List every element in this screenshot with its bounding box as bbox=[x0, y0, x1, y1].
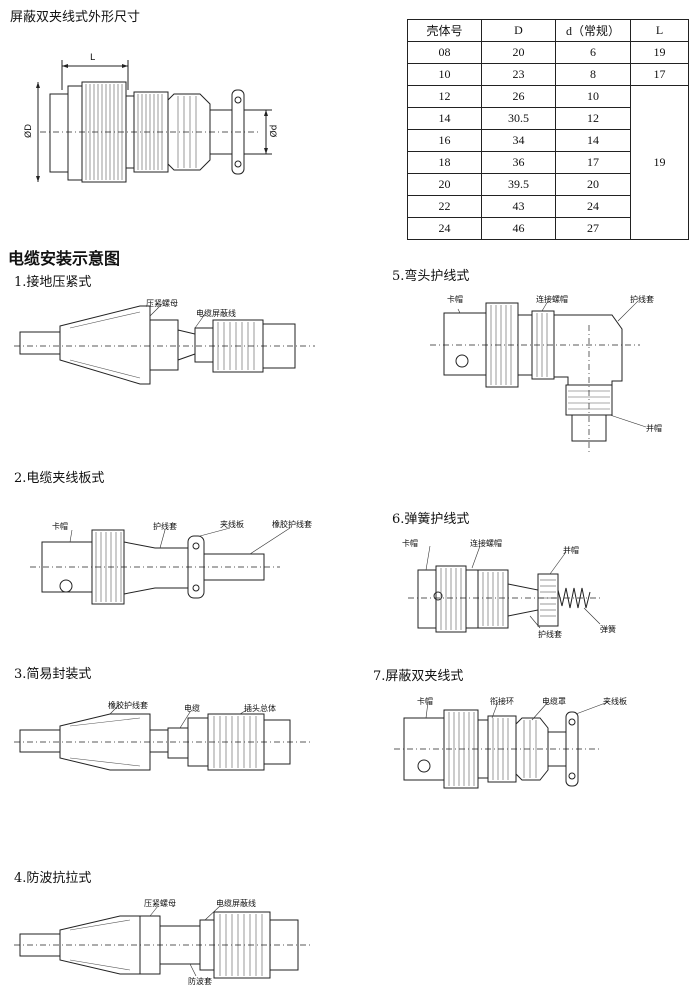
table-cell: 24 bbox=[407, 217, 482, 240]
item-6-diagram bbox=[408, 545, 601, 633]
item-3-diagram bbox=[14, 703, 310, 771]
item-6-label-4: 护线套 bbox=[538, 630, 562, 639]
item-4-label-3: 防波套 bbox=[188, 977, 212, 986]
item-4-label-2: 电缆屏蔽线 bbox=[216, 899, 256, 908]
dim-label-d-inner: Ød bbox=[269, 124, 280, 138]
table-cell: 14 bbox=[555, 129, 631, 152]
dimensions-title: 屏蔽双夹线式外形尺寸 bbox=[10, 10, 141, 25]
item-3-label-3: 插头总体 bbox=[244, 704, 276, 713]
table-cell: 18 bbox=[407, 151, 482, 174]
item-1-diagram bbox=[14, 303, 315, 385]
table-header-cell: D bbox=[481, 19, 556, 42]
table-cell: 26 bbox=[481, 85, 556, 108]
item-6-label-3: 并帽 bbox=[563, 546, 579, 555]
table-cell: 10 bbox=[407, 63, 482, 86]
table-cell: 17 bbox=[630, 63, 689, 86]
table-row: 10 23 8 17 bbox=[407, 63, 689, 86]
table-header-cell: L bbox=[630, 19, 689, 42]
table-row: 12 26 10 19 bbox=[407, 85, 689, 240]
spec-table: 壳体号 D d（常规） L 08 20 6 19 10 23 8 17 12 2… bbox=[407, 19, 689, 240]
table-row: 18 36 17 bbox=[407, 151, 689, 174]
item-7-title: 7.屏蔽双夹线式 bbox=[373, 669, 464, 684]
item-7-label-1: 卡帽 bbox=[417, 697, 433, 706]
item-5-label-1: 卡帽 bbox=[447, 295, 463, 304]
table-header-cell: d（常规） bbox=[555, 19, 631, 42]
item-1-label-2: 电缆屏蔽线 bbox=[196, 309, 236, 318]
table-cell: 12 bbox=[555, 107, 631, 130]
table-cell: 19 bbox=[630, 41, 689, 64]
table-header-row: 壳体号 D d（常规） L bbox=[407, 19, 689, 42]
table-cell: 6 bbox=[555, 41, 631, 64]
table-row: 14 30.5 12 bbox=[407, 107, 689, 130]
install-heading: 电缆安装示意图 bbox=[8, 249, 121, 268]
table-cell: 46 bbox=[481, 217, 556, 240]
item-4-label-1: 压紧螺母 bbox=[144, 899, 176, 908]
item-6-label-2: 连接螺帽 bbox=[470, 539, 502, 548]
item-5-label-4: 并帽 bbox=[646, 424, 662, 433]
table-row: 22 43 24 bbox=[407, 195, 689, 218]
item-2-label-4: 橡胶护线套 bbox=[272, 520, 312, 529]
item-7-diagram bbox=[394, 701, 609, 789]
table-cell: 8 bbox=[555, 63, 631, 86]
table-cell: 43 bbox=[481, 195, 556, 218]
table-cell: 20 bbox=[481, 41, 556, 64]
item-7-label-3: 电缆罩 bbox=[542, 697, 566, 706]
table-row: 16 34 14 bbox=[407, 129, 689, 152]
table-cell: 22 bbox=[407, 195, 482, 218]
item-3-label-1: 橡胶护线套 bbox=[108, 701, 148, 710]
item-5-title: 5.弯头护线式 bbox=[392, 269, 470, 284]
dimension-drawing bbox=[36, 60, 272, 183]
item-3-label-2: 电缆 bbox=[184, 704, 200, 713]
item-2-label-1: 卡帽 bbox=[52, 522, 68, 531]
table-cell-merged-l: 19 bbox=[630, 85, 689, 240]
item-4-diagram bbox=[14, 905, 312, 979]
item-2-title: 2.电缆夹线板式 bbox=[14, 471, 105, 486]
item-2-diagram bbox=[30, 527, 291, 605]
table-cell: 27 bbox=[555, 217, 631, 240]
item-6-title: 6.弹簧护线式 bbox=[392, 512, 470, 527]
table-cell: 23 bbox=[481, 63, 556, 86]
item-6-label-1: 卡帽 bbox=[402, 539, 418, 548]
table-row: 08 20 6 19 bbox=[407, 41, 689, 64]
table-cell: 39.5 bbox=[481, 173, 556, 196]
item-2-label-2: 护线套 bbox=[153, 522, 177, 531]
item-7-label-2: 衔接环 bbox=[490, 697, 514, 706]
table-cell: 08 bbox=[407, 41, 482, 64]
item-5-label-3: 护线套 bbox=[630, 295, 654, 304]
table-cell: 36 bbox=[481, 151, 556, 174]
item-6-label-5: 弹簧 bbox=[600, 625, 616, 634]
table-cell: 17 bbox=[555, 151, 631, 174]
item-2-label-3: 夹线板 bbox=[220, 520, 244, 529]
table-cell: 24 bbox=[555, 195, 631, 218]
item-5-diagram bbox=[430, 300, 647, 453]
table-cell: 12 bbox=[407, 85, 482, 108]
table-cell: 30.5 bbox=[481, 107, 556, 130]
item-3-title: 3.简易封装式 bbox=[14, 667, 92, 682]
item-1-label-1: 压紧螺母 bbox=[146, 299, 178, 308]
dim-label-l: L bbox=[90, 53, 96, 63]
table-cell: 34 bbox=[481, 129, 556, 152]
item-7-label-4: 夹线板 bbox=[603, 697, 627, 706]
item-4-title: 4.防波抗拉式 bbox=[14, 871, 92, 886]
item-1-title: 1.接地压紧式 bbox=[14, 275, 92, 290]
dim-label-d-outer: ØD bbox=[24, 123, 35, 139]
table-cell: 10 bbox=[555, 85, 631, 108]
table-cell: 16 bbox=[407, 129, 482, 152]
table-cell: 14 bbox=[407, 107, 482, 130]
table-row: 24 46 27 bbox=[407, 217, 689, 240]
table-header-cell: 壳体号 bbox=[407, 19, 482, 42]
table-cell: 20 bbox=[555, 173, 631, 196]
item-5-label-2: 连接螺帽 bbox=[536, 295, 568, 304]
table-cell: 20 bbox=[407, 173, 482, 196]
